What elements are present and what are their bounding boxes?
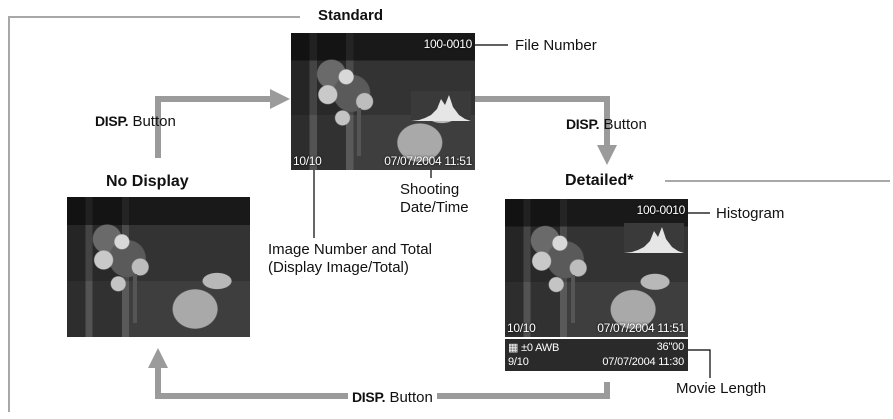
osd-file-number: 100-0010 xyxy=(423,37,473,51)
info-movie-length: 36"00 xyxy=(656,341,685,353)
osd-image-count: 10/10 xyxy=(293,154,322,168)
label-image-number: Image Number and Total (Display Image/To… xyxy=(268,241,468,277)
shooting-line2: Date/Time xyxy=(400,199,469,216)
disp-word: DISP. xyxy=(566,116,600,132)
button-word: Button xyxy=(603,116,647,133)
label-no-display: No Display xyxy=(106,173,189,190)
osd-datetime: 07/07/2004 11:51 xyxy=(597,321,685,335)
detailed-info-bar: ▦ ±0 AWB 36"00 9/10 07/07/2004 11:30 xyxy=(505,339,688,371)
frame-line-standard xyxy=(8,16,300,412)
screen-detailed: 100-0010 10/10 07/07/2004 11:51 xyxy=(505,199,688,337)
shooting-line1: Shooting xyxy=(400,181,460,198)
label-disp-button-left: DISP. Button xyxy=(95,112,176,131)
info-row-2-count: 9/10 xyxy=(508,356,529,368)
label-standard: Standard xyxy=(318,7,384,24)
histogram-graphic xyxy=(411,91,471,121)
label-disp-button-right: DISP. Button xyxy=(566,115,647,134)
button-word: Button xyxy=(389,389,433,406)
info-exposure-wb: ±0 AWB xyxy=(521,342,560,354)
disp-word: DISP. xyxy=(95,113,129,129)
label-file-number: File Number xyxy=(515,37,597,54)
photo-flowers xyxy=(505,199,688,337)
leader-movie-length xyxy=(686,349,711,378)
info-row-2-datetime: 07/07/2004 11:30 xyxy=(602,356,684,368)
photo-flowers xyxy=(67,197,250,337)
arrowhead-to-standard xyxy=(270,89,290,109)
flower-stem xyxy=(570,274,575,324)
label-shooting-datetime: Shooting Date/Time xyxy=(400,181,490,217)
flower-stem xyxy=(357,108,362,157)
image-number-line2: (Display Image/Total) xyxy=(268,259,409,276)
osd-image-count: 10/10 xyxy=(507,321,536,335)
info-row-1: ▦ ±0 AWB xyxy=(508,341,559,354)
label-detailed: Detailed* xyxy=(565,172,634,189)
screen-standard: 100-0010 10/10 07/07/2004 11:51 xyxy=(291,33,475,170)
arrowhead-to-nodisplay xyxy=(148,348,168,368)
osd-file-number: 100-0010 xyxy=(636,203,686,217)
arrowhead-to-detailed xyxy=(597,145,617,165)
screen-no-display xyxy=(67,197,250,337)
histogram-graphic xyxy=(624,223,684,253)
label-disp-button-bottom: DISP. Button xyxy=(348,388,437,407)
osd-datetime: 07/07/2004 11:51 xyxy=(384,154,472,168)
button-word: Button xyxy=(132,113,176,130)
disp-word: DISP. xyxy=(352,389,386,405)
arrow-standard-to-detailed xyxy=(473,96,610,147)
label-movie-length: Movie Length xyxy=(676,380,767,397)
label-histogram: Histogram xyxy=(716,205,785,222)
image-number-line1: Image Number and Total xyxy=(268,241,432,258)
movie-icon: ▦ xyxy=(508,342,519,354)
arrow-nodisplay-to-standard xyxy=(155,96,272,158)
flower-stem xyxy=(132,274,137,323)
